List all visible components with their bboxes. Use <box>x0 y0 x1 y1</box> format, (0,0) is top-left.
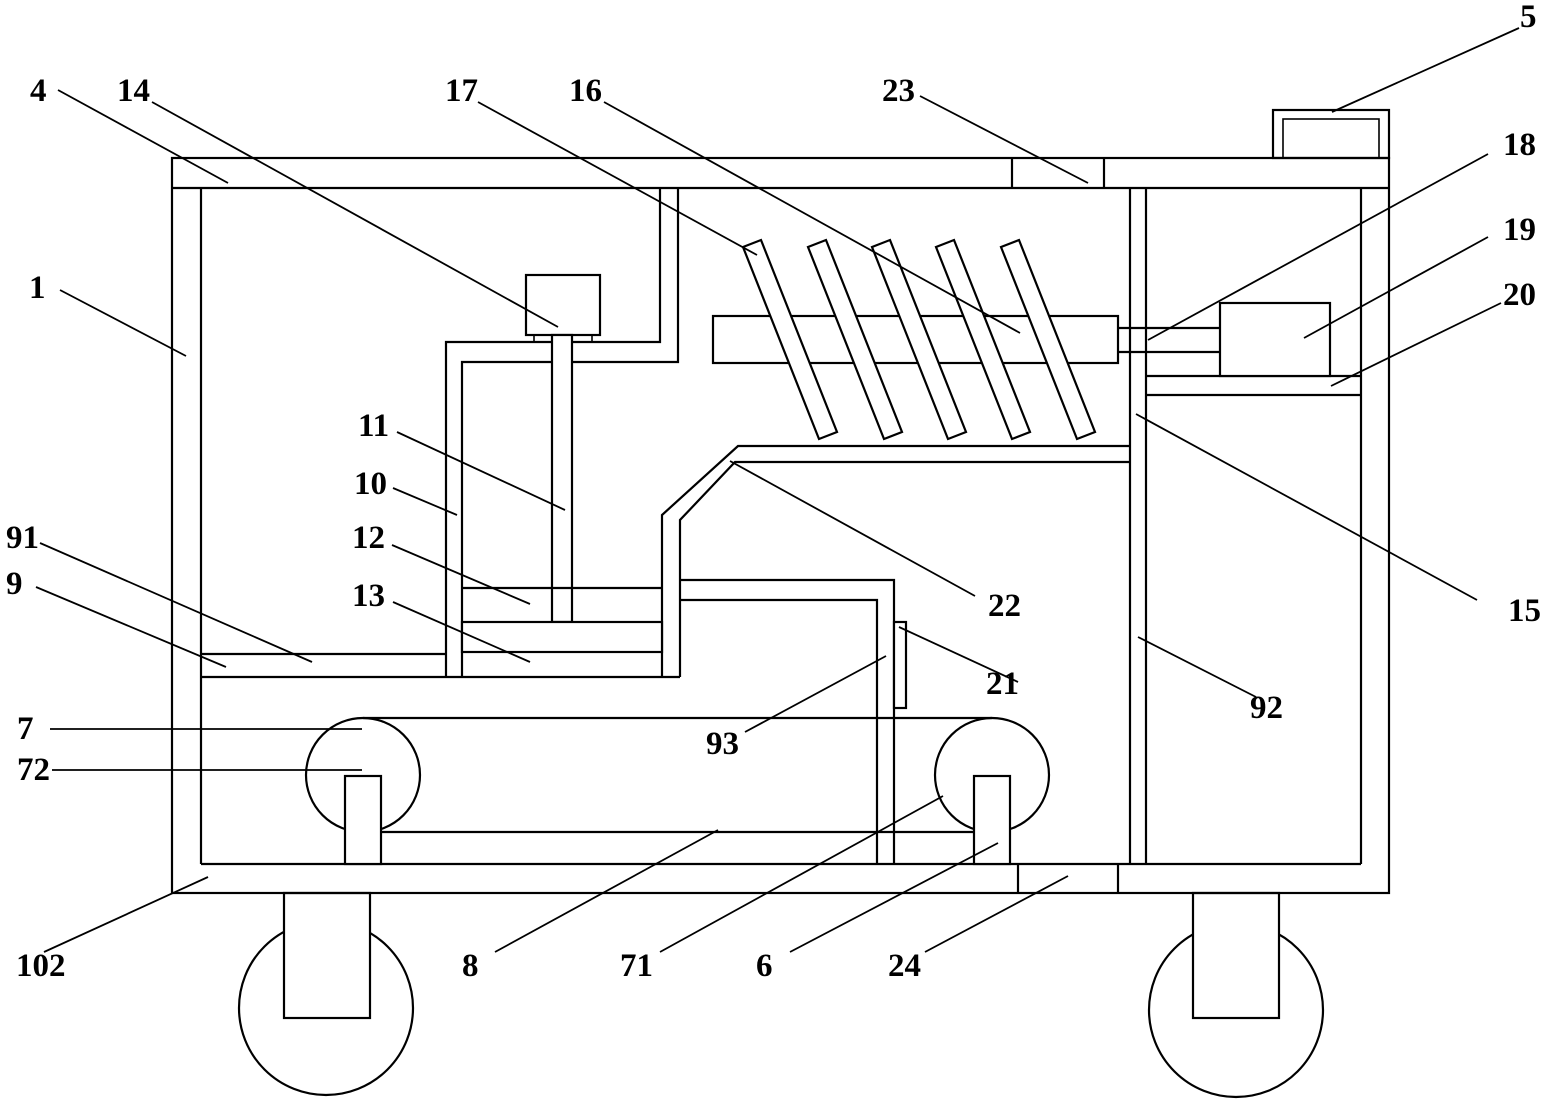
label-72: 72 <box>17 752 50 788</box>
label-14: 14 <box>117 73 150 109</box>
bottom-outlet <box>1016 864 1120 893</box>
label-6: 6 <box>756 948 773 984</box>
guide-chute <box>660 444 1130 677</box>
label-20: 20 <box>1503 277 1536 313</box>
press-cylinder <box>524 273 602 337</box>
label-12: 12 <box>352 520 385 556</box>
press-block <box>460 620 664 654</box>
label-4: 4 <box>30 73 47 109</box>
label-13: 13 <box>352 578 385 614</box>
label-18: 18 <box>1503 127 1536 163</box>
floor-plate <box>201 652 680 679</box>
handle <box>1271 108 1391 160</box>
label-71: 71 <box>620 948 653 984</box>
housing-frame <box>170 156 1391 895</box>
coupling-shaft <box>1118 326 1220 354</box>
label-17: 17 <box>445 73 478 109</box>
label-92: 92 <box>1250 690 1283 726</box>
partition-wall <box>1128 188 1148 864</box>
label-8: 8 <box>462 948 479 984</box>
label-93: 93 <box>706 726 739 762</box>
left-wheel <box>237 891 415 1097</box>
label-21: 21 <box>986 666 1019 702</box>
label-91: 91 <box>6 520 39 556</box>
right-wheel <box>1147 891 1325 1099</box>
label-19: 19 <box>1503 212 1536 248</box>
label-16: 16 <box>569 73 602 109</box>
label-24: 24 <box>888 948 921 984</box>
label-102: 102 <box>16 948 66 984</box>
label-22: 22 <box>988 588 1021 624</box>
label-23: 23 <box>882 73 915 109</box>
crushing-blades <box>741 238 1097 441</box>
label-11: 11 <box>358 408 389 444</box>
conveyor <box>304 716 1051 866</box>
label-5: 5 <box>1520 0 1537 35</box>
top-inlet <box>1010 158 1106 188</box>
motor <box>1218 301 1332 378</box>
motor-shelf <box>1146 374 1361 397</box>
label-15: 15 <box>1508 593 1541 629</box>
piston-rod <box>550 333 574 624</box>
discharge-pipe <box>680 578 896 864</box>
label-1: 1 <box>29 270 46 306</box>
label-10: 10 <box>354 466 387 502</box>
valve <box>892 620 908 710</box>
label-9: 9 <box>6 566 23 602</box>
label-7: 7 <box>17 711 34 747</box>
leader-lines <box>35 27 1520 953</box>
